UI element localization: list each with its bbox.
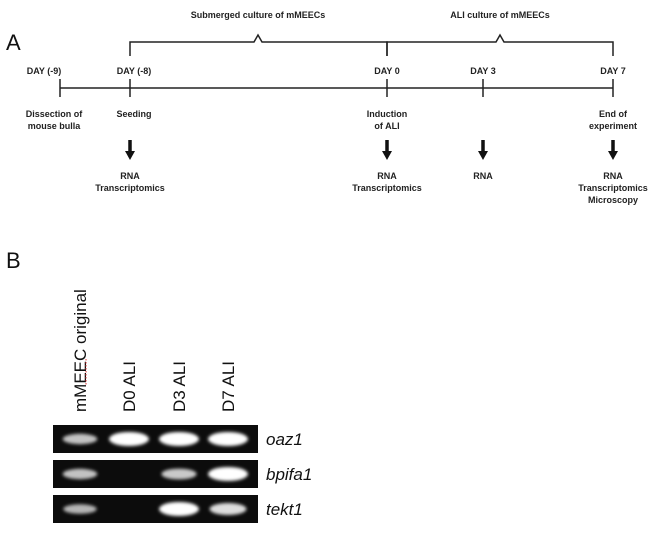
gel-band	[209, 503, 247, 515]
lane-label: D0 ALI	[120, 361, 139, 412]
day-label: DAY 0	[374, 66, 400, 76]
gene-label: tekt1	[266, 500, 303, 519]
gene-label: bpifa1	[266, 465, 312, 484]
gel-band	[161, 468, 197, 480]
timeline-tick: DAY 3 RNA	[470, 66, 496, 181]
analysis-label: Transcriptomics	[95, 183, 165, 193]
panel-b-letter: B	[6, 248, 21, 273]
arrow-head	[608, 151, 618, 160]
analysis-label: RNA	[120, 171, 140, 181]
event-label: of ALI	[374, 121, 399, 131]
analysis-label: RNA	[473, 171, 493, 181]
arrow-head	[382, 151, 392, 160]
day-label: DAY 3	[470, 66, 496, 76]
gel-row: bpifa1	[53, 460, 312, 488]
bracket-line	[386, 33, 614, 56]
gel-band	[159, 502, 199, 516]
timeline-panel: Submerged culture of mMEECs ALI culture o…	[26, 10, 648, 205]
bracket-label: ALI culture of mMEECs	[450, 10, 550, 20]
gene-label: oaz1	[266, 430, 303, 449]
analysis-label: RNA	[377, 171, 397, 181]
gel-band	[62, 433, 98, 445]
event-label: mouse bulla	[28, 121, 82, 131]
gel-row: oaz1	[53, 425, 303, 453]
timeline-tick: DAY 0 Induction of ALI RNA Transcriptomics	[352, 66, 422, 193]
gel-panel: mMEEC original D0 ALI D3 ALI D7 ALI oaz1 bpif…	[53, 289, 312, 523]
event-label: Induction	[367, 109, 408, 119]
event-label: Dissection of	[26, 109, 84, 119]
event-label: Seeding	[116, 109, 151, 119]
day-label: DAY (-9)	[27, 66, 62, 76]
gel-band	[63, 504, 97, 514]
analysis-label: RNA	[603, 171, 623, 181]
timeline-bracket: ALI culture of mMEECs	[386, 10, 614, 56]
event-label: experiment	[589, 121, 637, 131]
arrow-head	[125, 151, 135, 160]
lane-label: D7 ALI	[219, 361, 238, 412]
panel-a-letter: A	[6, 30, 21, 55]
gel-row: tekt1	[53, 495, 303, 523]
timeline-tick: DAY (-9) Dissection of mouse bulla	[26, 66, 84, 131]
day-label: DAY 7	[600, 66, 626, 76]
lane-label: mMEEC original	[71, 289, 90, 412]
gel-band	[159, 432, 199, 446]
bracket-label: Submerged culture of mMEECs	[191, 10, 326, 20]
gel-band	[109, 432, 149, 446]
event-label: End of	[599, 109, 628, 119]
gel-band	[62, 468, 98, 480]
gel-band	[208, 467, 248, 481]
analysis-label: Transcriptomics	[352, 183, 422, 193]
arrow-head	[478, 151, 488, 160]
bracket-line	[129, 33, 388, 56]
analysis-label: Microscopy	[588, 195, 638, 205]
gel-band	[208, 432, 248, 446]
lane-label: D3 ALI	[170, 361, 189, 412]
analysis-label: Transcriptomics	[578, 183, 648, 193]
timeline-bracket: Submerged culture of mMEECs	[129, 10, 388, 56]
day-label: DAY (-8)	[117, 66, 152, 76]
